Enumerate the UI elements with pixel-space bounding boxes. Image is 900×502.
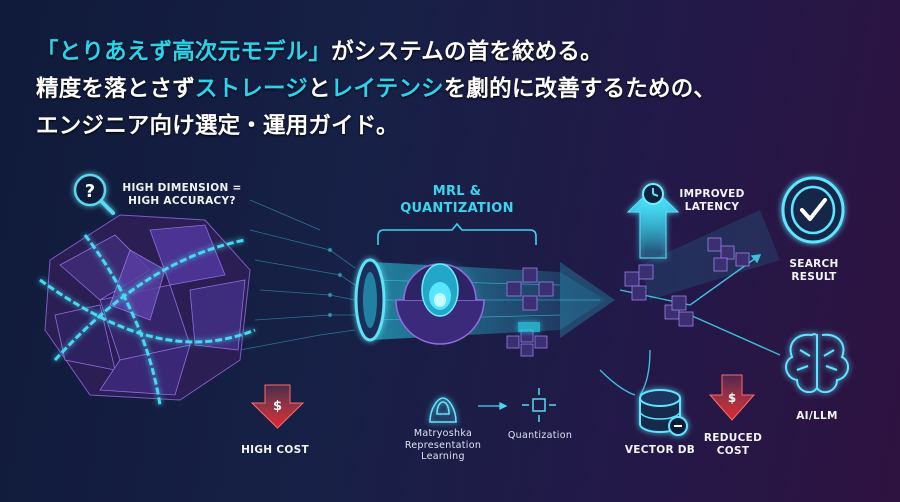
headline-line-1: 「とりあえず高次元モデル」がシステムの首を絞める。 [36,39,603,65]
matryoshka-small-icon [429,397,457,423]
svg-text:$: $ [728,391,736,405]
brain-icon [785,333,849,394]
improved-latency-label: IMPROVED LATENCY [679,188,745,213]
search-result-label: SEARCH RESULT [789,258,839,283]
cluster-connector-lines [239,199,356,351]
search-beam [640,210,780,300]
mrl-bracket [377,222,537,245]
quantization-label: Quantization [507,430,573,441]
high-cost-label: HIGH COST [241,444,309,456]
matryoshka-label: Matryoshka Representation Learning [404,428,482,462]
vector-db-label: VECTOR DB [624,444,696,456]
ai-llm-label: AI/LLM [796,410,838,422]
quantization-small-icon [522,388,556,422]
reduced-cost-label: REDUCED COST [703,432,763,457]
high-dimension-label: HIGH DIMENSION = HIGH ACCURACY? [122,182,242,207]
dollar-down-arrow-icon: $ [250,384,305,429]
small-arrow [478,401,508,411]
checkmark-target-icon [781,176,845,244]
headline-line-2: 精度を落とさずストレージとレイテンシを劇的に改善するための、 [36,76,717,102]
headline-line-3: エンジニア向け選定・運用ガイド。 [36,113,399,139]
headline: 「とりあえず高次元モデル」がシステムの首を絞める。 精度を落とさずストレージとレ… [36,34,716,145]
latency-clock-arrow-icon [626,183,680,259]
chained-cube-cluster-icon [39,214,256,406]
output-cubes [624,237,750,327]
lens-disc-icon [354,258,386,342]
magnifier-question-icon: ? [73,173,115,215]
quantization-cubes-icon [506,267,554,357]
svg-text:$: $ [273,399,282,414]
svg-text:?: ? [85,181,95,202]
matryoshka-doll-icon [395,256,485,345]
database-icon [639,389,688,436]
dollar-down-arrow-icon: $ [708,374,756,421]
mrl-quantization-label: MRL & QUANTIZATION [400,184,514,216]
